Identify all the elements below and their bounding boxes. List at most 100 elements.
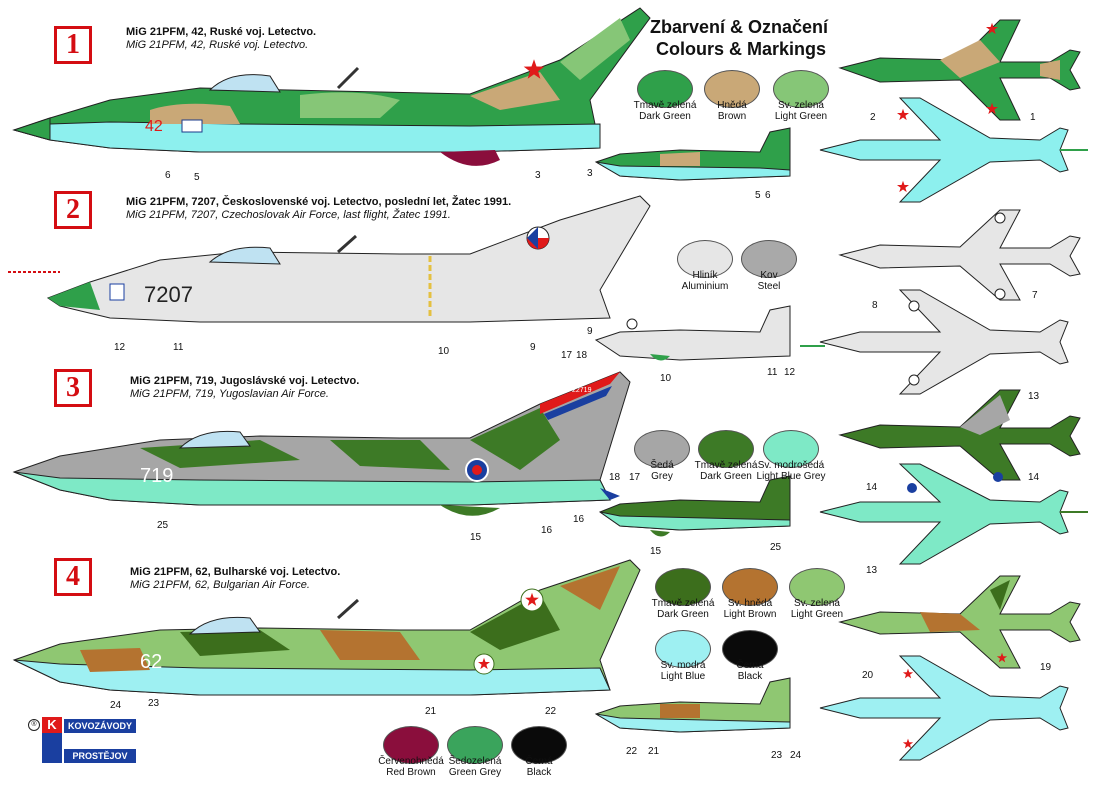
- scheme-1-number: 1: [54, 26, 92, 64]
- scheme-2-side-serial: 7207: [144, 282, 193, 307]
- swatch-dark-green: [655, 568, 711, 606]
- swatch-black: [511, 726, 567, 764]
- callout: 11: [173, 342, 184, 353]
- scheme-3-bottom-view: [819, 463, 1088, 565]
- callout: 5: [755, 190, 761, 201]
- callout: 8: [872, 300, 878, 311]
- logo-k-mark: K: [42, 717, 62, 733]
- scheme-3-side-serial: 719: [140, 465, 173, 487]
- callout: 6: [765, 190, 771, 201]
- swatch-aluminium: [677, 240, 733, 278]
- scheme-1-caption-en: MiG 21PFM, 42, Ruské voj. Letectvo.: [126, 39, 309, 51]
- scheme-1-side-serial: 42: [145, 118, 163, 135]
- registered-mark: ®: [28, 719, 40, 731]
- scheme-4-caption-en: MiG 21PFM, 62, Bulgarian Air Force.: [130, 579, 310, 591]
- callout: 16: [573, 514, 585, 525]
- callout: 13: [1028, 391, 1040, 402]
- callout: 12: [114, 342, 126, 353]
- callout: 13: [866, 565, 878, 576]
- scheme-4-top-view: [838, 575, 1081, 669]
- callout: 22: [545, 706, 557, 717]
- scheme-3-side-profile: 719 22719: [12, 371, 631, 516]
- callout: 18: [609, 472, 621, 483]
- scheme-3-tail-code: 22719: [572, 387, 592, 394]
- scheme-1-caption-cz: MiG 21PFM, 42, Ruské voj. Letectvo.: [126, 26, 317, 38]
- callout: 21: [425, 706, 437, 717]
- callout: 21: [648, 746, 660, 757]
- callout: 9: [587, 326, 593, 337]
- callout: 11: [767, 367, 778, 378]
- scheme-4-bottom-view: [819, 655, 1069, 761]
- callout: 14: [1028, 472, 1040, 483]
- scheme-3-caption-cz: MiG 21PFM, 719, Jugoslávské voj. Letectv…: [130, 375, 360, 387]
- page-title: Zbarvení & Označení Colours & Markings: [650, 16, 828, 60]
- swatch-brown: [704, 70, 760, 108]
- callout: 3: [535, 170, 541, 181]
- swatch-red-brown: [383, 726, 439, 764]
- scheme-2-number: 2: [54, 191, 92, 229]
- callout: 23: [148, 698, 160, 709]
- callout: 7: [1032, 290, 1038, 301]
- swatch-grey: [634, 430, 690, 468]
- swatch-light-brown: [722, 568, 778, 606]
- scheme-4-caption-cz: MiG 21PFM, 62, Bulharské voj. Letectvo.: [130, 566, 341, 578]
- callout: 25: [157, 520, 169, 531]
- callout: 16: [541, 525, 553, 536]
- scheme-4-side-serial: 62: [140, 651, 162, 673]
- callout: 23: [771, 750, 783, 761]
- swatch-light-green: [789, 568, 845, 606]
- swatch-green-grey: [447, 726, 503, 764]
- scheme-2-side-profile: 7207: [8, 195, 651, 323]
- callout: 1: [1030, 112, 1036, 123]
- scheme-3-small-side: [598, 475, 791, 537]
- swatch-dark-green: [637, 70, 693, 108]
- scheme-1-top-view: [838, 19, 1081, 121]
- scheme-2-caption-cz: MiG 21PFM, 7207, Československé voj. Let…: [126, 196, 512, 208]
- scheme-4-small-side: [594, 677, 791, 733]
- scheme-4-side-profile: 62: [12, 559, 641, 696]
- callout: 14: [866, 482, 878, 493]
- callout: 24: [790, 750, 802, 761]
- callout: 15: [470, 532, 482, 543]
- logo-bottom-text: PROSTĚJOV: [64, 749, 136, 763]
- callout: 19: [1040, 662, 1052, 673]
- scheme-2-top-view: [838, 209, 1081, 301]
- swatch-dark-green: [698, 430, 754, 468]
- title-en: Colours & Markings: [656, 39, 827, 59]
- scheme-3-number: 3: [54, 369, 92, 407]
- callout: 5: [194, 172, 200, 183]
- callout: 10: [660, 373, 672, 384]
- callout: 15: [650, 546, 662, 557]
- logo-shield: [42, 733, 62, 763]
- callout: 24: [110, 700, 122, 711]
- scheme-1-side-profile: 42: [12, 7, 651, 166]
- callout: 9: [530, 342, 536, 353]
- callout: 22: [626, 746, 638, 757]
- callout: 25: [770, 542, 782, 553]
- callout: 6: [165, 170, 171, 181]
- callout: 17: [561, 350, 573, 361]
- callout: 2: [870, 112, 876, 123]
- scheme-4-number: 4: [54, 558, 92, 596]
- scheme-3-top-view: [838, 389, 1081, 482]
- callout: 17: [629, 472, 641, 483]
- title-cz: Zbarvení & Označení: [650, 17, 829, 37]
- scheme-2-bottom-view: [819, 289, 1069, 395]
- callout: 18: [576, 350, 588, 361]
- scheme-2-caption-en: MiG 21PFM, 7207, Czechoslovak Air Force,…: [126, 209, 451, 221]
- scheme-1-bottom-view: [819, 97, 1088, 203]
- swatch-light-blue-grey: [763, 430, 819, 468]
